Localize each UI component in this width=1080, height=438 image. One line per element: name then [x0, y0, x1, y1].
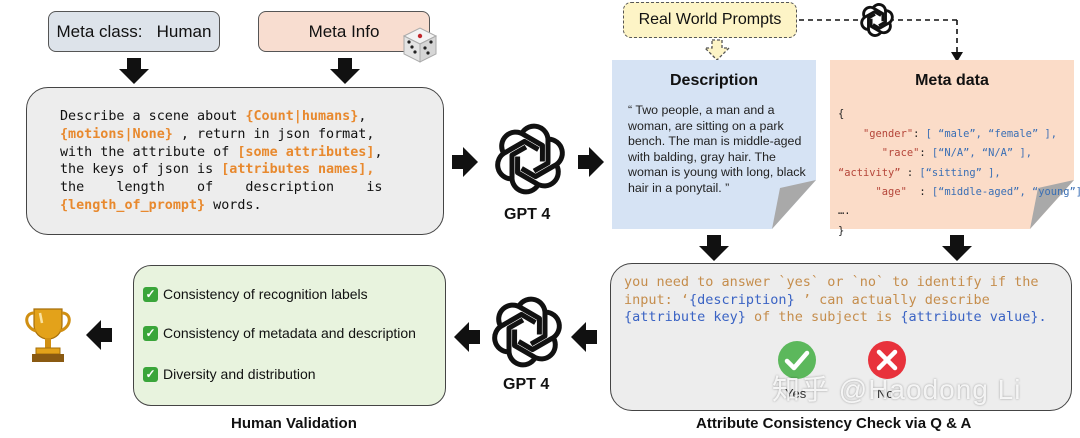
human-validation-box — [133, 265, 446, 406]
dashed-connector — [799, 19, 963, 62]
checkmark-icon: ✓ — [143, 286, 158, 302]
human-validation-caption: Human Validation — [231, 415, 357, 432]
yes-check-icon — [778, 341, 816, 379]
metadata-json: { "gender": [ “male”, “female” ], "race"… — [838, 108, 1080, 237]
meta-class-box: Meta class: Human — [48, 11, 220, 52]
watermark-text: 知乎 @Haodong Li — [772, 374, 1022, 405]
meta-class-label: Meta class: Human — [56, 21, 212, 41]
meta-info-label: Meta Info — [308, 21, 380, 41]
arrow-down-icon — [330, 58, 360, 84]
validation-item: ✓Consistency of recognition labels — [143, 286, 368, 302]
description-title: Description — [669, 72, 758, 89]
arrow-down-icon — [699, 235, 729, 261]
arrow-right-icon — [452, 147, 478, 177]
no-label: No — [877, 386, 894, 401]
arrow-down-icon — [942, 235, 972, 261]
arrow-right-icon — [578, 147, 604, 177]
attribute-check-caption: Attribute Consistency Check via Q & A — [696, 415, 972, 432]
real-world-prompts-label: Real World Prompts — [638, 11, 782, 28]
arrow-left-icon — [571, 322, 597, 352]
gpt4-label-bottom: GPT 4 — [503, 376, 550, 393]
metadata-note — [830, 60, 1074, 229]
yes-label: Yes — [785, 386, 807, 401]
trophy-icon — [25, 308, 71, 362]
validation-item: ✓Consistency of metadata and description — [143, 325, 416, 341]
qa-check-box — [610, 263, 1072, 411]
qa-prompt-text: you need to answer `yes` or `no` to iden… — [624, 274, 1047, 326]
prompt-template-box: Describe a scene about {Count|humans}, {… — [26, 87, 444, 235]
arrow-left-icon — [454, 322, 480, 352]
description-text: “ Two people, a man and a woman, are sit… — [628, 103, 806, 195]
checkmark-icon: ✓ — [143, 325, 158, 341]
arrow-left-icon — [86, 320, 112, 350]
openai-logo-small-icon — [860, 3, 894, 37]
no-cross-icon — [868, 341, 906, 379]
gpt4-label-top: GPT 4 — [504, 206, 551, 223]
metadata-title: Meta data — [915, 72, 989, 89]
description-note — [612, 60, 816, 229]
arrow-down-icon — [119, 58, 149, 84]
dice-icon — [402, 27, 438, 63]
meta-info-box: Meta Info — [258, 11, 430, 52]
validation-item: ✓Diversity and distribution — [143, 366, 316, 382]
checkmark-icon: ✓ — [143, 366, 158, 382]
dashed-arrow-down-icon — [703, 39, 731, 61]
real-world-prompts-box: Real World Prompts — [623, 2, 797, 38]
openai-logo-icon — [495, 123, 565, 195]
openai-logo-icon — [492, 296, 562, 368]
